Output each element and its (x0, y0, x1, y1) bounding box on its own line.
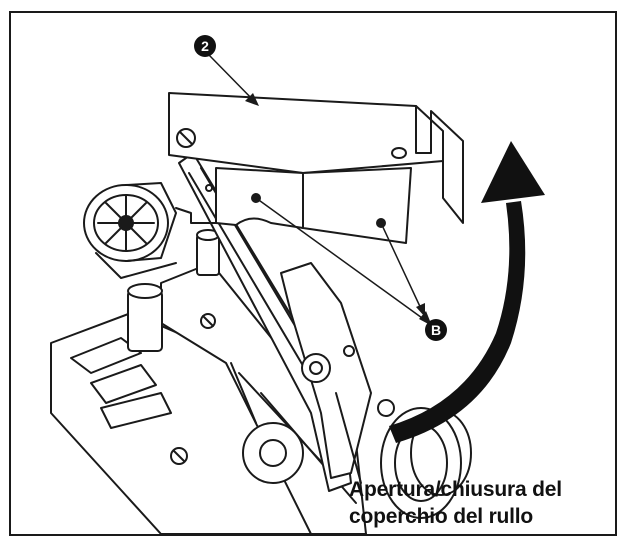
callout-part-letter: B (425, 319, 447, 341)
caption-line-2: coperchio del rullo (349, 505, 534, 528)
leader-lines (208, 54, 430, 324)
caption-line-1: Apertura/chiusura del (349, 478, 562, 501)
machine-illustration (50, 54, 545, 534)
callout-part-number: 2 (194, 35, 216, 57)
cylinder-posts (127, 229, 220, 352)
rotation-arrow (389, 141, 545, 443)
roller-cover (168, 92, 464, 224)
figure-caption: Apertura/chiusura del coperchio del rull… (349, 476, 609, 530)
gear-wheel (83, 182, 177, 279)
cover-plates-b (175, 167, 412, 244)
illustration-frame: 2 B Apertura/chiusura del coperchio del … (9, 11, 617, 536)
